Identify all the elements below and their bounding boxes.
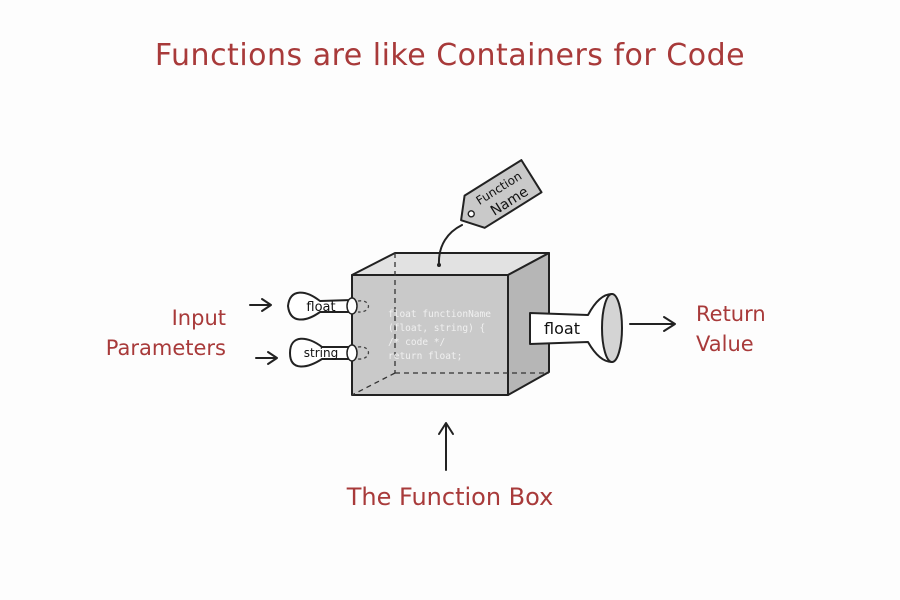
function-name-tag: Function Name <box>437 159 543 267</box>
box-arrow <box>438 422 454 471</box>
code-line-3: /* code */ <box>388 337 445 348</box>
tag-shape <box>460 159 543 229</box>
return-value-label-line-1: Return <box>696 302 766 326</box>
input-funnel-float: float <box>287 291 370 321</box>
input-parameters-label-line-1: Input <box>171 306 226 330</box>
box-code: float functionName (float, string) { /* … <box>388 309 491 362</box>
output-type-float: float <box>544 319 580 338</box>
return-arrow <box>629 316 676 332</box>
input-type-string: string <box>304 346 338 360</box>
function-box-label: The Function Box <box>346 483 554 511</box>
code-line-2: (float, string) { <box>388 323 485 334</box>
box-front-face <box>351 274 509 396</box>
diagram-title: Functions are like Containers for Code <box>154 38 746 73</box>
code-line-4: return float; <box>388 351 462 362</box>
return-value-label-line-2: Value <box>696 332 754 356</box>
box-hidden-edges <box>351 253 549 396</box>
return-value-label: Return Value <box>696 299 786 359</box>
output-funnel-float: float <box>529 293 623 363</box>
input-type-float: float <box>306 300 335 315</box>
input-funnel-string: string <box>289 337 370 368</box>
code-line-1: float functionName <box>388 309 491 320</box>
input-parameters-label: Input Parameters <box>96 303 226 363</box>
input-parameters-label-line-2: Parameters <box>105 336 226 360</box>
input-arrow-2 <box>255 351 278 365</box>
input-arrow-1 <box>249 298 272 312</box>
